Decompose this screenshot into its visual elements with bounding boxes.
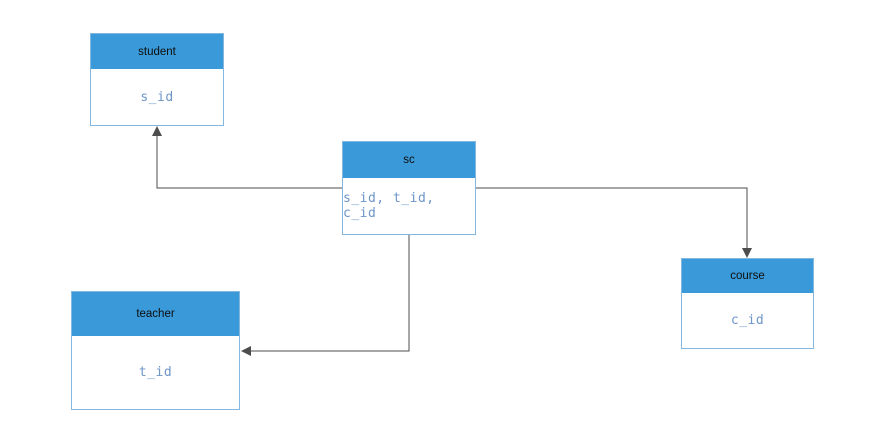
- connector-sc-teacher[interactable]: [241, 235, 410, 356]
- entity-course[interactable]: course c_id: [681, 258, 814, 349]
- entity-title: teacher: [72, 292, 239, 336]
- entity-teacher[interactable]: teacher t_id: [71, 291, 240, 410]
- entity-title: course: [682, 259, 813, 293]
- arrowhead-down-icon: [742, 248, 752, 258]
- entity-student[interactable]: student s_id: [90, 33, 224, 126]
- entity-attributes: t_id: [138, 365, 173, 380]
- entity-attributes: s_id: [140, 89, 174, 105]
- connector-sc-course[interactable]: [476, 187, 752, 258]
- entity-attributes: c_id: [730, 313, 765, 328]
- entity-title: sc: [343, 142, 475, 178]
- entity-sc[interactable]: sc s_id, t_id, c_id: [342, 141, 476, 235]
- arrowhead-left-icon: [241, 346, 251, 356]
- arrowhead-up-icon: [152, 126, 162, 136]
- entity-title: student: [91, 34, 223, 69]
- entity-attributes: s_id, t_id, c_id: [343, 191, 435, 221]
- connector-sc-student[interactable]: [152, 126, 342, 189]
